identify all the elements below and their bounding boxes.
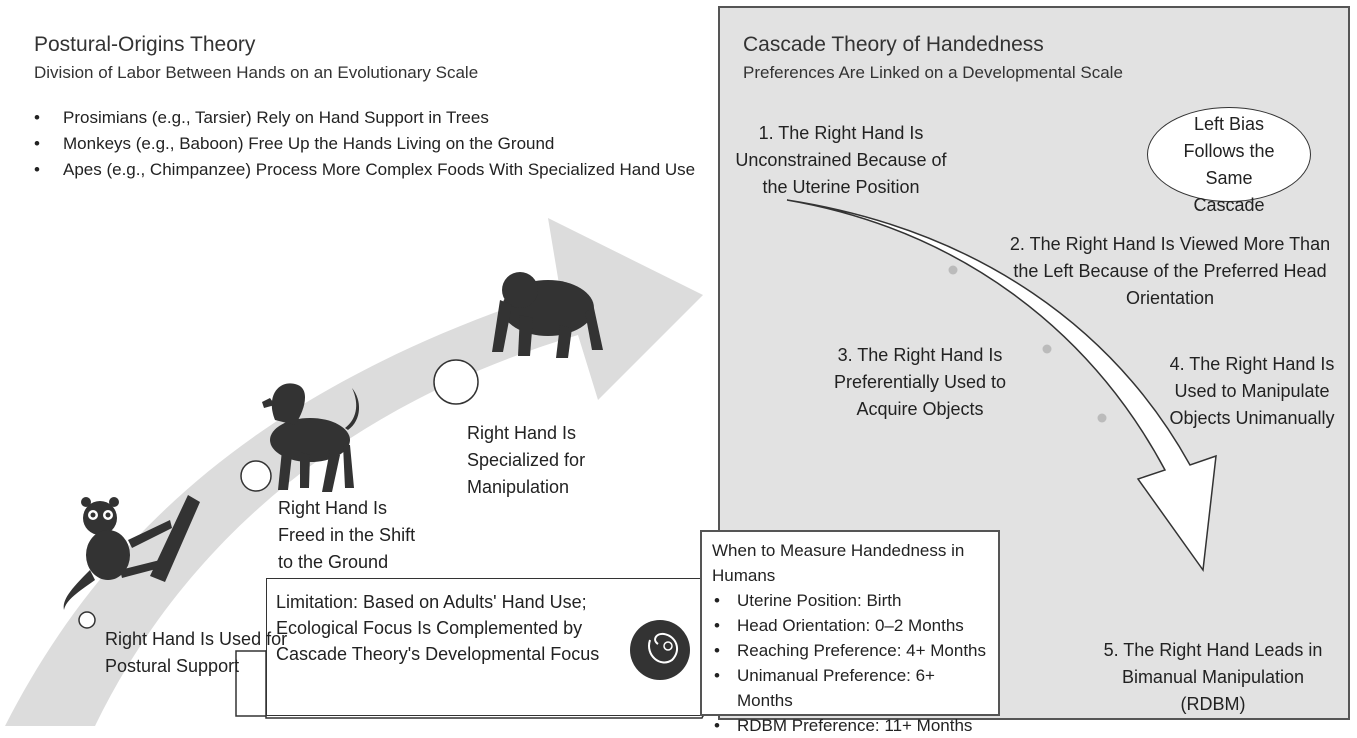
cascade-step-2: 2. The Right Hand Is Viewed More Than th… (1000, 231, 1340, 312)
limitation-text: Limitation: Based on Adults' Hand Use; E… (276, 589, 606, 667)
postural-bullets: Prosimians (e.g., Tarsier) Rely on Hand … (32, 105, 712, 183)
measure-item: Unimanual Preference: 6+ Months (712, 663, 988, 713)
measure-box: When to Measure Handedness in Humans Ute… (700, 530, 1000, 716)
cascade-step-5: 5. The Right Hand Leads in Bimanual Mani… (1103, 637, 1323, 718)
stage3-label: Right Hand Is Specialized for Manipulati… (467, 420, 602, 501)
measure-list: Uterine Position: Birth Head Orientation… (712, 588, 988, 738)
left-bias-text: Left Bias Follows the Same Cascade (1177, 111, 1281, 219)
measure-title: When to Measure Handedness in Humans (712, 538, 988, 588)
stage2-label: Right Hand Is Freed in the Shift to the … (278, 495, 418, 576)
cascade-step-1: 1. The Right Hand Is Unconstrained Becau… (726, 120, 956, 201)
postural-title: Postural-Origins Theory (34, 33, 255, 57)
cascade-step-4: 4. The Right Hand Is Used to Manipulate … (1152, 351, 1352, 432)
cascade-subtitle: Preferences Are Linked on a Developmenta… (743, 63, 1123, 83)
cascade-title: Cascade Theory of Handedness (743, 33, 1044, 57)
cascade-step-3: 3. The Right Hand Is Preferentially Used… (810, 342, 1030, 423)
bullet-item: Prosimians (e.g., Tarsier) Rely on Hand … (32, 105, 712, 131)
measure-item: Reaching Preference: 4+ Months (712, 638, 988, 663)
fetus-icon (630, 620, 690, 680)
measure-item: Head Orientation: 0–2 Months (712, 613, 988, 638)
measure-item: Uterine Position: Birth (712, 588, 988, 613)
bullet-item: Monkeys (e.g., Baboon) Free Up the Hands… (32, 131, 712, 157)
bullet-item: Apes (e.g., Chimpanzee) Process More Com… (32, 157, 712, 183)
postural-subtitle: Division of Labor Between Hands on an Ev… (34, 63, 478, 83)
